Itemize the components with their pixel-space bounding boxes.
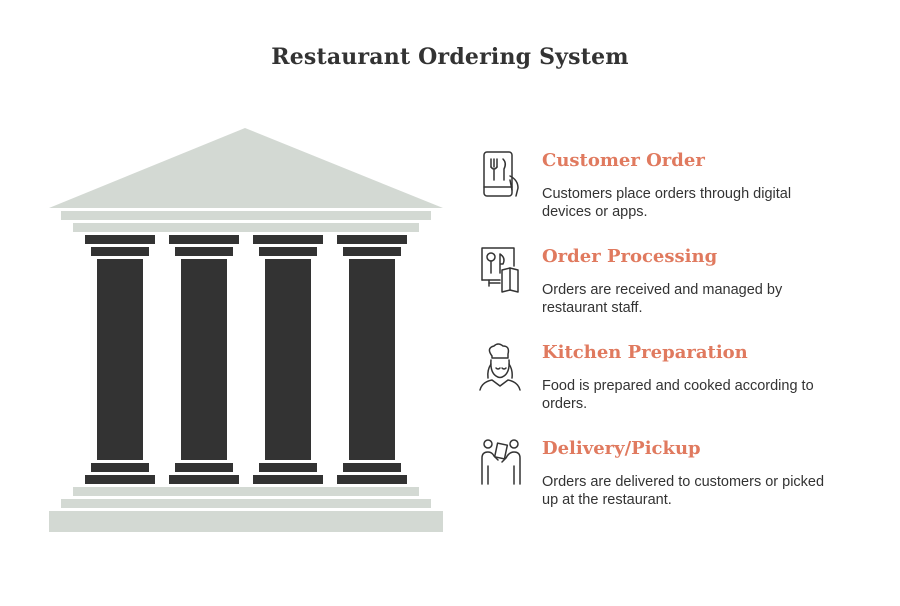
phone-menu-icon <box>483 151 519 197</box>
temple-column-1 <box>85 235 155 484</box>
menu-board-icon <box>481 247 519 293</box>
item-description: Customers place orders through digital d… <box>542 186 792 220</box>
item-heading: Kitchen Preparation <box>542 342 748 363</box>
chef-icon <box>479 343 521 391</box>
item-heading: Delivery/Pickup <box>542 438 701 459</box>
item-description: Orders are delivered to customers or pic… <box>542 474 825 508</box>
delivery-handoff-icon <box>481 439 521 485</box>
item-description: Food is prepared and cooked according to… <box>542 378 814 412</box>
item-description: Orders are received and managed by resta… <box>542 282 783 316</box>
item-heading: Customer Order <box>542 150 705 171</box>
item-heading: Order Processing <box>542 246 718 267</box>
temple-column-3 <box>253 235 323 484</box>
temple-column-2 <box>169 235 239 484</box>
temple-column-4 <box>337 235 407 484</box>
temple-roof <box>49 128 443 232</box>
temple-base <box>49 487 443 532</box>
temple-diagram <box>49 128 443 532</box>
page-title: Restaurant Ordering System <box>271 44 629 70</box>
